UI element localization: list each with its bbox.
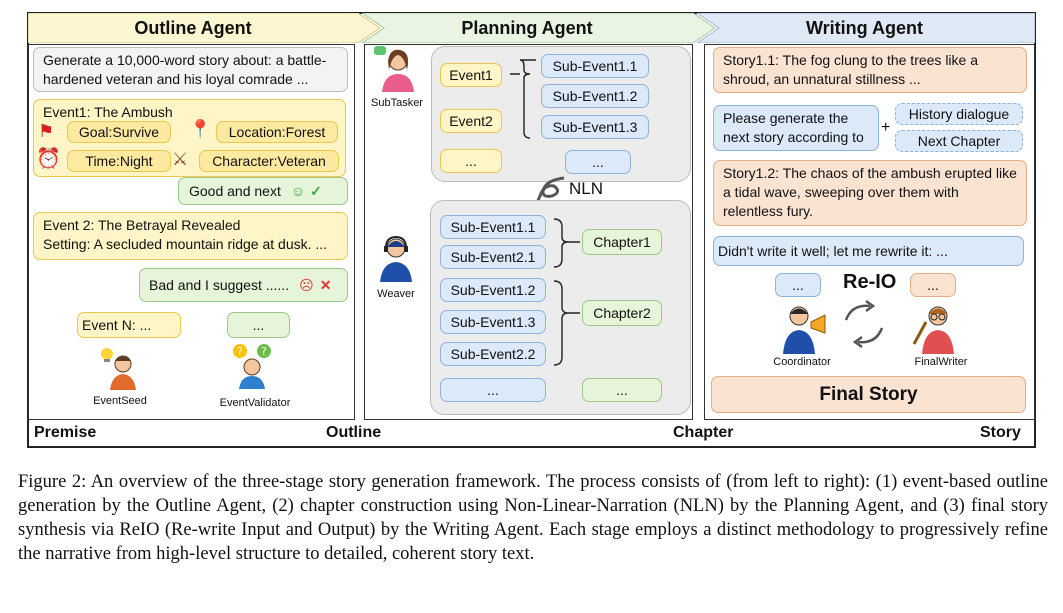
ch2-subevent-2-2: Sub-Event2.2 — [440, 342, 546, 366]
reio-ellipsis-right: ... — [910, 273, 956, 297]
event-to-subevent-brace — [510, 59, 536, 139]
event1-location: Location:Forest — [216, 121, 338, 143]
finalwriter-label: FinalWriter — [914, 356, 968, 368]
ch1-subevent-1-1: Sub-Event1.1 — [440, 215, 546, 239]
flag-icon: ⚑ — [38, 121, 55, 141]
glasses-icon — [930, 313, 946, 321]
weaver-label: Weaver — [377, 288, 415, 300]
story-1-1-box: Story1.1: The fog clung to the trees lik… — [713, 47, 1027, 93]
lightbulb-icon — [101, 348, 113, 362]
next-story-prompt-box: Please generate the next story according… — [713, 105, 879, 151]
eventN-box: Event N: ... — [77, 312, 181, 338]
event2-box: Event 2: The Betrayal Revealed Setting: … — [33, 212, 348, 260]
story-1-2-box: Story1.2: The chaos of the ambush erupte… — [713, 160, 1027, 226]
event2-setting: Setting: A secluded mountain ridge at du… — [43, 236, 328, 252]
planning-header-shape — [361, 13, 716, 43]
top-subevent-ellipsis: ... — [565, 150, 631, 174]
smile-icon: ☺ — [290, 182, 306, 199]
outline-header-shape — [28, 13, 381, 43]
coordinator-hair — [790, 308, 808, 314]
eventseed-body — [110, 374, 136, 390]
footer-premise: Premise — [34, 424, 97, 441]
top-subevent-1-3: Sub-Event1.3 — [541, 115, 649, 139]
premise-prompt-box: Generate a 10,000-word story about: a ba… — [33, 47, 348, 92]
question-icon: ? ? — [233, 344, 271, 358]
chat-bubble-icon — [374, 46, 386, 55]
chapter-bottom-ellipsis-right: ... — [582, 378, 662, 402]
svg-text:?: ? — [237, 345, 243, 358]
cross-icon: ✕ — [319, 276, 332, 293]
coordinator-avatar — [783, 306, 826, 354]
good-feedback-text: Good and next — [189, 182, 281, 199]
eventvalidator-body — [239, 376, 265, 389]
final-story-box: Final Story — [711, 376, 1026, 413]
plus-sign: + — [881, 119, 891, 136]
weaver-avatar — [380, 235, 412, 282]
bad-feedback-box: Bad and I suggest ...... ☹ ✕ — [139, 268, 348, 302]
figure-caption: Figure 2: An overview of the three-stage… — [18, 472, 1048, 564]
outline-ellipsis-box: ... — [227, 312, 290, 338]
subtasker-hair — [388, 49, 409, 70]
footer-chapter: Chapter — [673, 424, 734, 441]
subtasker-body — [382, 74, 414, 92]
clock-icon: ⏰ — [36, 148, 61, 170]
planning-agent-header: Planning Agent — [461, 17, 593, 38]
planning-event-ellipsis: ... — [440, 149, 502, 173]
eventvalidator-avatar: ? ? — [233, 344, 271, 389]
headset-icon — [384, 235, 408, 252]
character-icon: ⚔ — [172, 149, 189, 169]
eventseed-avatar — [101, 348, 136, 390]
finalwriter-body — [922, 330, 954, 354]
svg-text:?: ? — [261, 345, 267, 358]
pen-icon — [912, 321, 928, 345]
coordinator-body — [783, 330, 815, 354]
event1-title: Event1: The Ambush — [43, 104, 173, 120]
subtasker-avatar — [374, 46, 414, 92]
top-subevent-1-2: Sub-Event1.2 — [541, 84, 649, 108]
coordinator-label: Coordinator — [773, 356, 831, 368]
footer-story: Story — [980, 424, 1021, 441]
writing-header-shape — [696, 13, 1035, 43]
megaphone-icon — [810, 314, 826, 334]
next-chapter-box: Next Chapter — [895, 130, 1023, 152]
weaver-hair — [387, 241, 405, 247]
outline-agent-header: Outline Agent — [134, 17, 252, 38]
planning-event2: Event2 — [440, 109, 502, 133]
writing-agent-header: Writing Agent — [806, 17, 923, 38]
history-dialogue-box: History dialogue — [895, 103, 1023, 125]
eventseed-label: EventSeed — [93, 395, 147, 407]
footer-outline: Outline — [326, 424, 382, 441]
eventseed-hair — [115, 356, 131, 361]
chapter2-box: Chapter2 — [582, 300, 662, 326]
event1-goal: Goal:Survive — [67, 121, 171, 143]
reio-ellipsis-left: ... — [775, 273, 821, 297]
chapter1-box: Chapter1 — [582, 229, 662, 255]
reio-label: Re-IO — [843, 271, 897, 293]
weaver-body — [380, 262, 412, 282]
finalwriter-avatar — [912, 306, 954, 354]
subtasker-label: SubTasker — [371, 97, 423, 109]
top-subevent-1-1: Sub-Event1.1 — [541, 54, 649, 78]
stage-header-arrows — [28, 13, 1035, 43]
eventvalidator-label: EventValidator — [219, 397, 291, 409]
map-pin-icon: 📍 — [189, 119, 212, 139]
event2-title: Event 2: The Betrayal Revealed — [43, 217, 241, 233]
ch1-subevent-2-1: Sub-Event2.1 — [440, 245, 546, 269]
good-feedback-box: Good and next ☺ ✓ — [178, 177, 348, 205]
ch2-subevent-1-2: Sub-Event1.2 — [440, 278, 546, 302]
bad-feedback-text: Bad and I suggest ...... — [149, 276, 290, 293]
chapter-braces — [553, 218, 580, 366]
check-icon: ✓ — [310, 182, 322, 199]
event1-character: Character:Veteran — [199, 150, 339, 172]
rewrite-box: Didn't write it well; let me rewrite it:… — [713, 236, 1024, 266]
finalwriter-hair — [929, 308, 947, 314]
chapter-bottom-ellipsis-left: ... — [440, 378, 546, 402]
eventvalidator-head — [243, 358, 261, 376]
event1-time: Time:Night — [67, 150, 171, 172]
ch2-subevent-1-3: Sub-Event1.3 — [440, 310, 546, 334]
planning-event1: Event1 — [440, 63, 502, 87]
nln-label: NLN — [569, 179, 604, 198]
frown-icon: ☹ — [299, 276, 314, 293]
cycle-arrows-icon — [844, 299, 884, 349]
